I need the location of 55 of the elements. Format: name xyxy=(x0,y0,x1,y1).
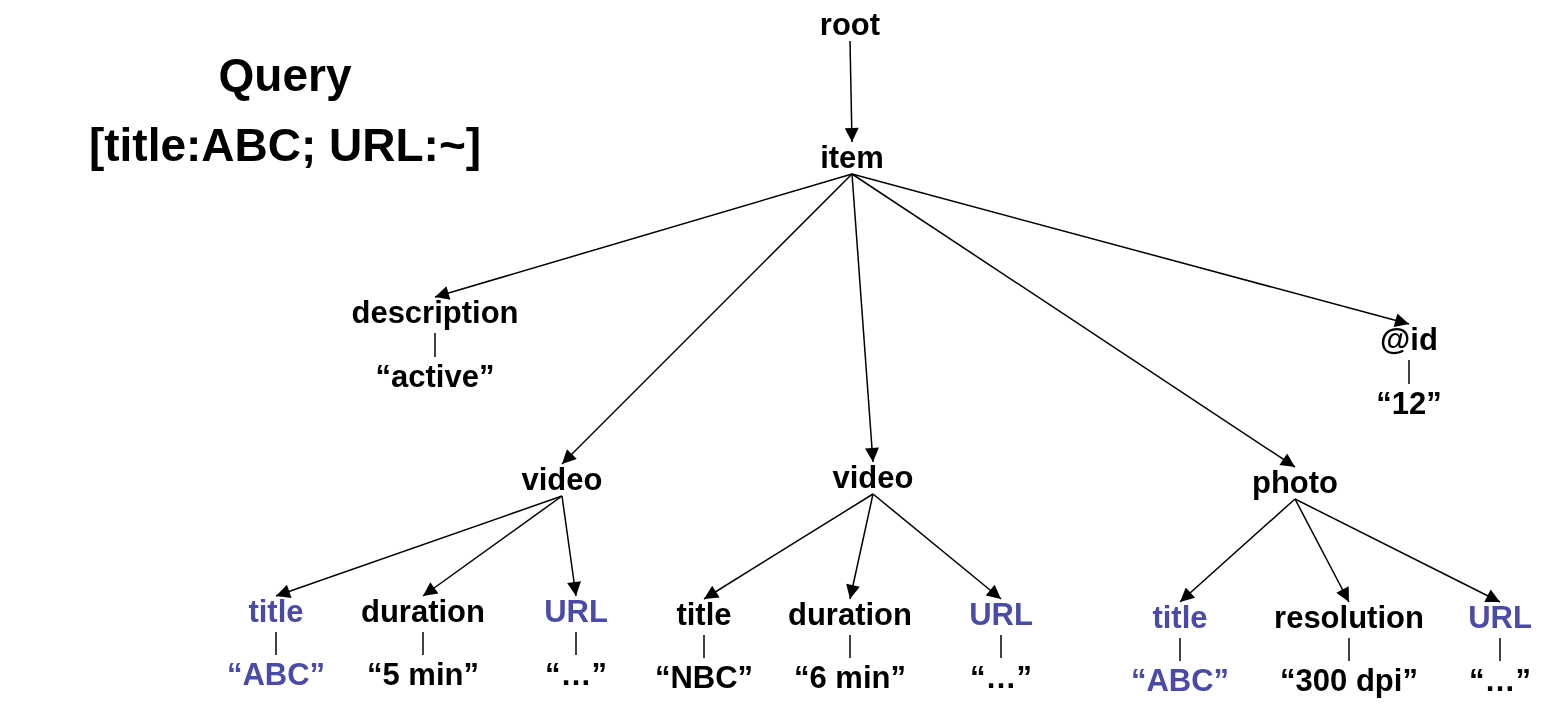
tree-node-label: “…” xyxy=(545,658,607,692)
arrow xyxy=(1294,498,1501,603)
arrow xyxy=(851,173,879,463)
tree-node-label: video xyxy=(832,461,914,495)
tree-node-label: title xyxy=(248,595,304,629)
tree-node-label: description xyxy=(351,296,519,330)
arrow xyxy=(872,493,1002,600)
query-expression: [title:ABC; URL:~] xyxy=(88,118,482,173)
arrow xyxy=(1179,498,1296,603)
tree-node-label: “300 dpi” xyxy=(1280,664,1418,698)
tree-node-label: root xyxy=(819,8,881,42)
tree-node-label: item xyxy=(820,141,884,175)
tree-node-label: “12” xyxy=(1376,387,1442,421)
connector-line xyxy=(703,634,705,659)
tree-node-label: URL xyxy=(544,595,608,629)
connector-line xyxy=(849,634,851,659)
tree-node-label: “5 min” xyxy=(367,658,479,692)
connector-line xyxy=(1499,637,1501,662)
arrow xyxy=(561,495,581,597)
arrow xyxy=(846,493,874,600)
tree-node-label: resolution xyxy=(1274,601,1424,635)
tree-node-label: URL xyxy=(969,598,1033,632)
connector-line xyxy=(434,332,436,358)
tree-node-label: duration xyxy=(788,598,912,632)
tree-node-label: “NBC” xyxy=(654,661,754,695)
arrow xyxy=(434,173,853,300)
arrow xyxy=(844,40,859,143)
tree-node-label: photo xyxy=(1251,466,1339,500)
arrow xyxy=(275,495,563,598)
tree-node-label: URL xyxy=(1468,601,1532,635)
tree-node-label: “…” xyxy=(1469,664,1531,698)
connector-line xyxy=(275,631,277,656)
query-title: Query xyxy=(218,48,352,103)
tree-node-label: “6 min” xyxy=(794,661,906,695)
arrow xyxy=(703,493,874,600)
arrow xyxy=(851,173,1410,328)
tree-node-label: “ABC” xyxy=(226,658,326,692)
tree-node-label: @id xyxy=(1380,323,1438,357)
connector-line xyxy=(575,631,577,656)
connector-line xyxy=(422,631,424,656)
tree-node-label: “active” xyxy=(375,360,495,394)
tree-node-label: title xyxy=(1152,601,1208,635)
arrow xyxy=(422,495,563,597)
arrow xyxy=(851,173,1296,468)
connector-line xyxy=(1348,637,1350,662)
arrow xyxy=(1294,498,1350,603)
tree-node-label: duration xyxy=(361,595,485,629)
arrow xyxy=(561,173,853,465)
connector-line xyxy=(1408,359,1410,385)
connector-line xyxy=(1179,637,1181,662)
tree-node-label: video xyxy=(521,463,603,497)
tree-node-label: “ABC” xyxy=(1130,664,1230,698)
connector-line xyxy=(1000,634,1002,659)
tree-node-label: “…” xyxy=(970,661,1032,695)
tree-node-label: title xyxy=(676,598,732,632)
